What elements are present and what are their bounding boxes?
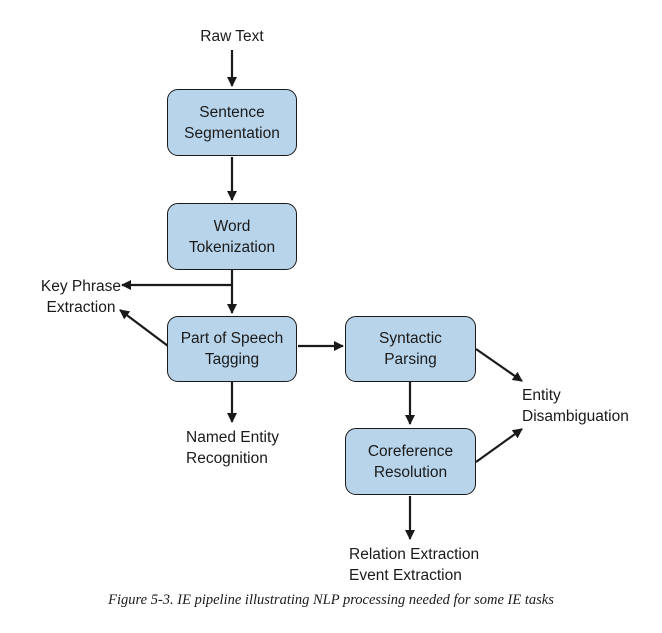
label-key-phrase-extraction: Key Phrase Extraction	[40, 278, 122, 316]
node-coreference-resolution: Coreference Resolution	[345, 428, 476, 495]
label-raw-text: Raw Text	[200, 28, 264, 45]
node-pos-tagging: Part of Speech Tagging	[167, 316, 297, 382]
arrow-pos-to-key-phrase	[119, 309, 169, 347]
label-relation-event-extraction: Relation Extraction Event Extraction	[349, 546, 480, 584]
arrow-parsing-to-disambiguation	[475, 348, 523, 382]
arrow-coref-to-disambiguation	[475, 428, 523, 463]
node-sentence-segmentation: Sentence Segmentation	[167, 89, 297, 156]
node-word-tokenization: Word Tokenization	[167, 203, 297, 270]
label-entity-disambiguation: Entity Disambiguation	[522, 387, 629, 425]
node-syntactic-parsing: Syntactic Parsing	[345, 316, 476, 382]
figure-caption: Figure 5-3. IE pipeline illustrating NLP…	[108, 592, 554, 608]
label-named-entity-recognition: Named Entity Recognition	[186, 429, 280, 467]
